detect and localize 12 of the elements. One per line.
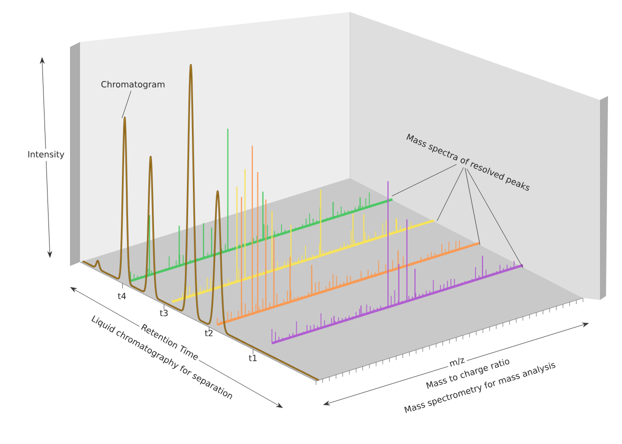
leader-line: [122, 90, 132, 118]
axis-label: Intensity: [26, 148, 66, 162]
tick-label: t1: [248, 354, 257, 362]
axis-label: m/z: [446, 354, 468, 370]
leader-line: [464, 168, 480, 246]
tick-label: t3: [160, 310, 168, 316]
tick-label: t4: [118, 292, 126, 300]
leader-line: [392, 164, 457, 196]
leader-line: [466, 168, 524, 268]
callout-label: Chromatogram: [101, 80, 164, 90]
leader-line: [436, 167, 464, 222]
tick-label: t2: [204, 330, 213, 336]
